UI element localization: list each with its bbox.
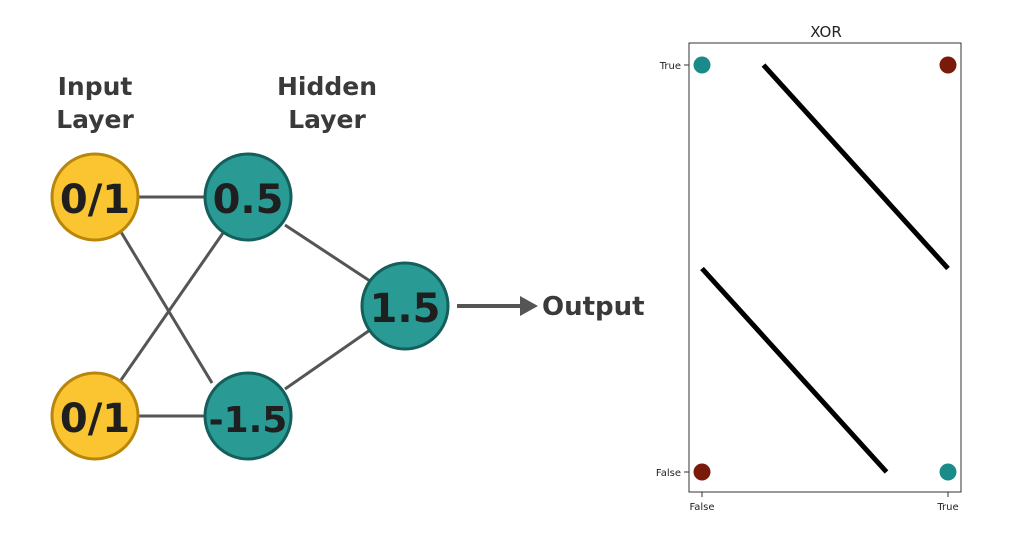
- hidden-node-bottom: [203, 371, 293, 461]
- edge-hidden-bottom-output: [284, 328, 371, 391]
- input-node-top: [50, 152, 140, 242]
- plot-frame: [688, 42, 962, 493]
- hidden-layer-label-line2: Layer: [288, 105, 366, 134]
- input-node-top-value: 0/1: [60, 177, 130, 223]
- output-node-value: 1.5: [370, 286, 441, 332]
- edge-input-top-hidden-bottom: [119, 231, 214, 384]
- hidden-node-bottom-value: -1.5: [209, 400, 288, 441]
- output-arrow-head: [520, 296, 538, 316]
- input-layer-label-line2: Layer: [56, 105, 134, 134]
- network-diagram: Input Layer Hidden Layer 0/1 0/1 0.5 -1.…: [50, 72, 645, 461]
- x-tick-label: True: [936, 502, 958, 513]
- input-node-bottom: [50, 371, 140, 461]
- hidden-node-top-value: 0.5: [213, 177, 284, 223]
- data-point-red: [939, 56, 957, 74]
- input-node-bottom-value: 0/1: [60, 396, 130, 442]
- y-tick-label: True: [659, 61, 681, 72]
- hidden-layer-label-line1: Hidden: [277, 72, 377, 101]
- decision-boundary-line: [761, 63, 950, 271]
- data-point-teal: [693, 56, 711, 74]
- edge-input-bottom-hidden-top: [119, 232, 225, 381]
- output-label: Output: [542, 292, 645, 322]
- y-tick-label: False: [656, 468, 681, 479]
- chart-title: XOR: [810, 23, 842, 41]
- data-point-red: [693, 463, 711, 481]
- output-node: [360, 261, 450, 351]
- input-layer-label-line1: Input: [58, 72, 133, 101]
- x-tick-label: False: [689, 502, 714, 513]
- data-point-teal: [939, 463, 957, 481]
- decision-boundary-line: [700, 266, 889, 474]
- hidden-node-top: [203, 152, 293, 242]
- edge-hidden-top-output: [284, 223, 371, 283]
